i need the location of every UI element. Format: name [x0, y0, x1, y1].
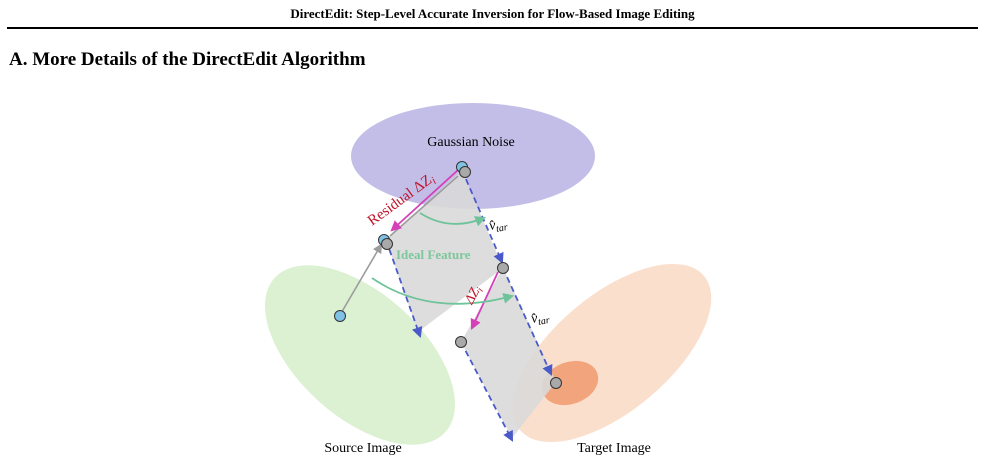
- target-core-ellipse: [541, 360, 599, 406]
- ideal-feature-label: Ideal Feature: [396, 247, 471, 262]
- header-rule: [7, 27, 978, 29]
- residual-arrow-top: [390, 169, 459, 232]
- target-point: [550, 377, 562, 389]
- lower-plane: [461, 268, 556, 438]
- lower-mid-point: [455, 336, 467, 348]
- target-image-label: Target Image: [577, 441, 651, 456]
- delta-z-label: ΔZi: [462, 283, 486, 309]
- gaussian-noise-label: Gaussian Noise: [427, 135, 515, 150]
- upper-plane: [386, 170, 503, 332]
- noise-ellipse: [351, 103, 595, 209]
- noise-point-gray: [459, 166, 471, 178]
- source-image-label: Source Image: [324, 441, 401, 456]
- delta-z-arrow: [470, 271, 499, 330]
- trajectory-left-2: [460, 341, 513, 442]
- source-ellipse: [265, 265, 455, 445]
- ideal-arc-top: [419, 212, 486, 227]
- inversion-arrow: [339, 243, 382, 316]
- section-title: A. More Details of the DirectEdit Algori…: [9, 49, 366, 70]
- trajectory-noise-to-mid: [461, 169, 504, 264]
- ideal-arc-bottom: [371, 277, 515, 305]
- right-mid-point: [497, 262, 509, 274]
- v-tar-label-bottom: v̂tar: [530, 309, 551, 329]
- v-tar-label-top: v̂tar: [488, 216, 509, 236]
- source-point: [334, 310, 346, 322]
- trajectory-left-1: [385, 239, 423, 339]
- running-header: DirectEdit: Step-Level Accurate Inversio…: [290, 6, 695, 21]
- mid-point-gray: [381, 238, 393, 250]
